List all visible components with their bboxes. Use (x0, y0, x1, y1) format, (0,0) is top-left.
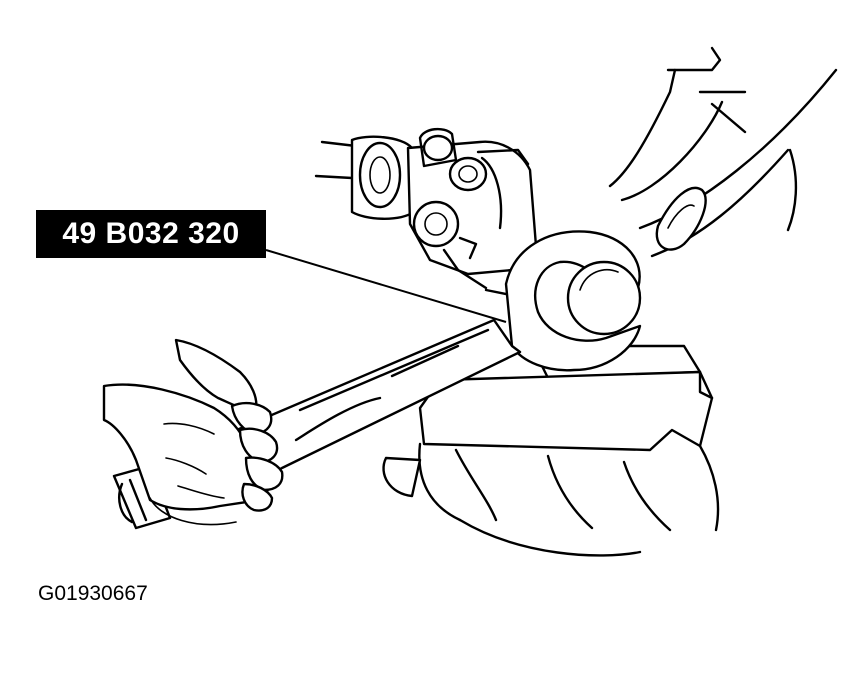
steering-gear-housing (314, 127, 538, 298)
tool-number-callout: 49 B032 320 (36, 210, 266, 258)
figure-id: G01930667 (38, 582, 148, 605)
hand (102, 338, 284, 526)
callout-leader-line (265, 249, 507, 323)
vehicle-frame (608, 46, 838, 258)
wrench-tool (230, 230, 642, 473)
